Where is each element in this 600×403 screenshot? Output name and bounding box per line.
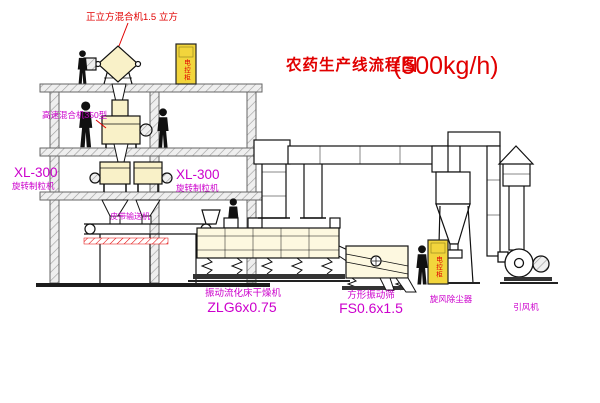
fluid-bed-dryer — [188, 209, 353, 282]
granulator-right-model: XL-300 — [176, 167, 220, 182]
fan-motor — [532, 255, 550, 273]
leader-lines — [95, 22, 129, 129]
cube-mixer-label: 正立方混合机1.5 立方 — [86, 11, 178, 23]
screen-model-label: FS0.6x1.5 — [339, 300, 403, 316]
floor-beam — [39, 191, 263, 201]
text-labels: 正立方混合机1.5 立方 农药生产线流程图 (500kg/h) 高速混合机350… — [12, 11, 539, 316]
floor-beam — [39, 147, 263, 157]
granulator-right-name: 旋转制粒机 — [176, 183, 219, 193]
belt-conveyor-label: 皮带输送机 — [110, 211, 150, 221]
cyclone-separator — [428, 131, 501, 284]
red-hatch-guard — [83, 237, 169, 245]
exhaust-ducts — [253, 139, 451, 219]
granulator-motor — [89, 172, 101, 184]
exhaust-stack — [497, 145, 535, 251]
high-speed-mixer — [101, 99, 153, 163]
cyclone-label: 旋风除尘器 — [430, 294, 473, 304]
floor-beam — [39, 83, 263, 93]
dryer-model-label: ZLG6x0.75 — [207, 299, 276, 315]
dryer-name-label: 振动流化床干燥机 — [205, 287, 282, 299]
granulator-motor — [161, 172, 173, 184]
induced-draft-fan — [497, 248, 558, 284]
vibrating-screen — [342, 245, 417, 293]
control-cabinet-lower: 电控柜 — [427, 239, 449, 285]
granulator-left-name: 旋转制粒机 — [12, 181, 55, 191]
cabinet-upper-label: 电控柜 — [183, 58, 191, 82]
screen-name-label: 方形振动筛 — [347, 289, 395, 301]
discharge-hoppers — [101, 199, 161, 225]
ground-slab — [36, 283, 270, 287]
granulator-left — [89, 161, 131, 192]
building-frame — [36, 83, 270, 287]
mixer-motor — [139, 123, 153, 137]
control-cabinet-upper: 电控柜 — [175, 43, 197, 85]
fan-label: 引风机 — [513, 302, 539, 312]
cabinet-lower-label: 电控柜 — [435, 255, 443, 279]
granulator-right — [133, 161, 173, 192]
drawing-title: 农药生产线流程图 — [285, 55, 418, 74]
granulator-left-model: XL-300 — [14, 165, 58, 180]
high-speed-mixer-label: 高速混合机350型 — [42, 110, 108, 120]
drawing-capacity: (500kg/h) — [393, 52, 499, 80]
